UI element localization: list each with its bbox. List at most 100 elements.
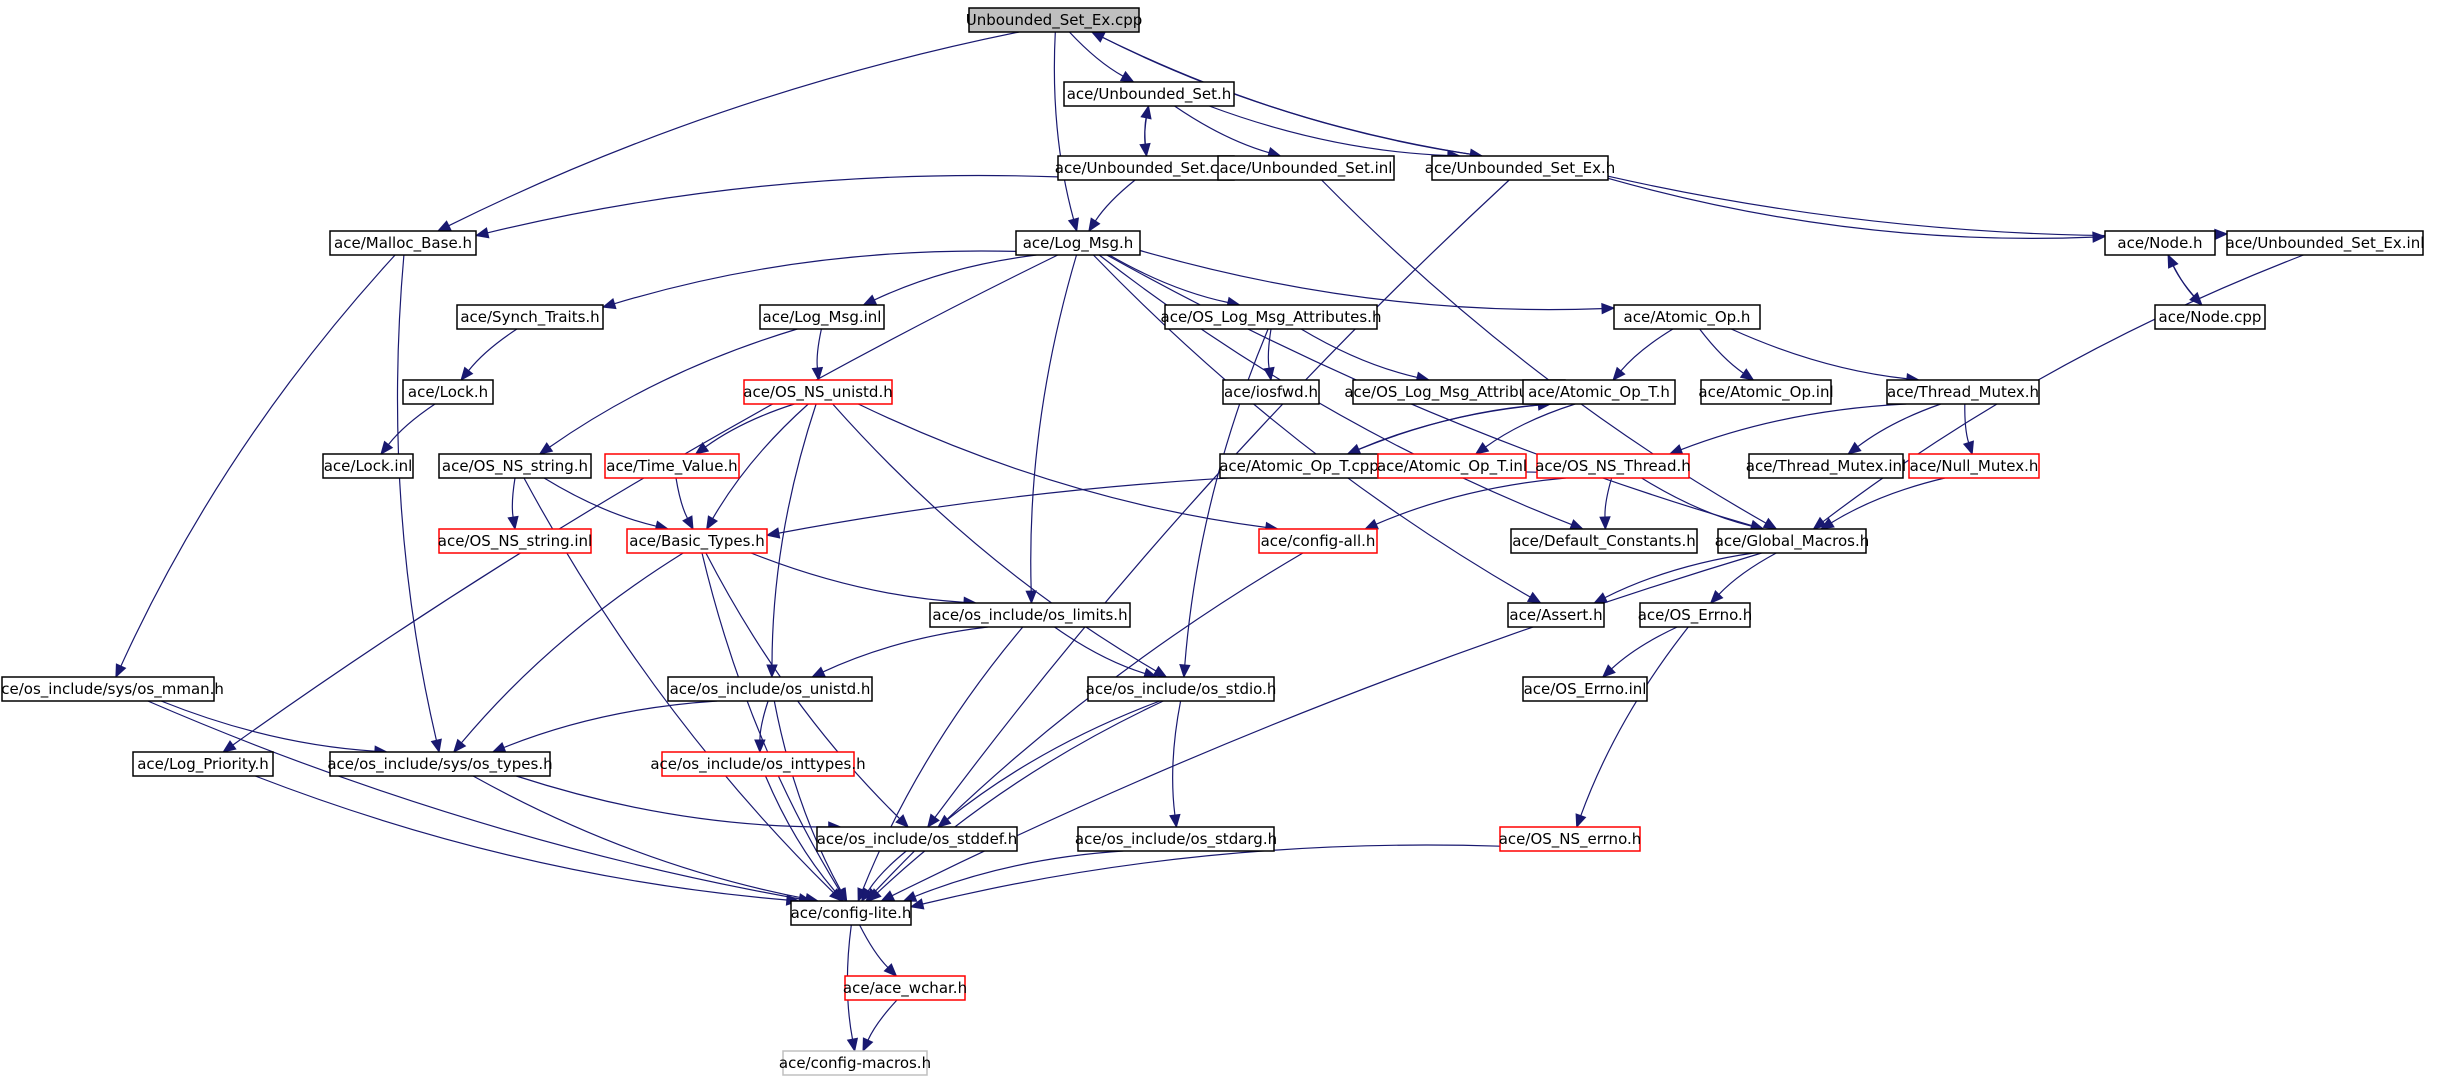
node-os-inttypes[interactable]: ace/os_include/os_inttypes.h [650,751,866,777]
node-box[interactable] [1258,528,1378,554]
node-box[interactable] [667,676,873,702]
node-box[interactable] [1499,826,1641,852]
node-atomic-op-t-inl[interactable]: ace/Atomic_Op_T.inl [1377,453,1527,479]
node-ace-wchar[interactable]: ace/ace_wchar.h [843,975,967,1001]
node-null-mutex[interactable]: ace/Null_Mutex.h [1908,453,2040,479]
node-box[interactable] [1536,453,1690,479]
node-log-msg-inl[interactable]: ace/Log_Msg.inl [759,304,885,330]
node-box[interactable] [626,528,768,554]
node-box[interactable] [1522,379,1676,405]
node-box[interactable] [1057,155,1235,181]
node-box[interactable] [1886,379,2040,405]
node-box[interactable] [1431,155,1609,181]
node-unb-set-ex-h[interactable]: ace/Unbounded_Set_Ex.h [1425,155,1615,181]
node-time-value[interactable]: ace/Time_Value.h [604,453,740,479]
node-box[interactable] [1639,602,1751,628]
node-box[interactable] [1217,155,1395,181]
node-box[interactable] [2226,230,2424,256]
edge-line [816,328,822,369]
node-box[interactable] [2154,304,2266,330]
node-box[interactable] [968,7,1140,33]
node-os-unistd[interactable]: ace/os_include/os_unistd.h [667,676,873,702]
node-os-log-attr-h[interactable]: ace/OS_Log_Msg_Attributes.h [1161,304,1382,330]
node-os-ns-string-inl[interactable]: ace/OS_NS_string.inl [438,528,592,554]
node-box[interactable] [790,900,912,926]
node-box[interactable] [1510,528,1698,554]
node-box[interactable] [438,528,592,554]
arrowhead-icon [682,515,694,531]
node-os-stddef[interactable]: ace/os_include/os_stddef.h [816,826,1018,852]
node-os-ns-errno[interactable]: ace/OS_NS_errno.h [1499,826,1642,852]
node-lock-h[interactable]: ace/Lock.h [402,379,494,405]
node-config-lite[interactable]: ace/config-lite.h [790,900,912,926]
node-box[interactable] [1748,453,1904,479]
node-box[interactable] [743,379,893,405]
node-node-h[interactable]: ace/Node.h [2104,230,2216,256]
node-default-constants[interactable]: ace/Default_Constants.h [1510,528,1698,554]
node-os-stdarg[interactable]: ace/os_include/os_stdarg.h [1075,826,1277,852]
node-box[interactable] [782,1050,928,1076]
node-box[interactable] [1015,230,1141,256]
node-malloc-base[interactable]: ace/Malloc_Base.h [329,230,477,256]
node-log-msg-h[interactable]: ace/Log_Msg.h [1015,230,1141,256]
node-unb-set-ex-inl[interactable]: ace/Unbounded_Set_Ex.inl [2226,230,2425,256]
node-atomic-op-t-cpp[interactable]: ace/Atomic_Op_T.cpp [1219,453,1379,479]
node-box[interactable] [1717,528,1867,554]
node-box[interactable] [1,676,215,702]
node-thread-mutex-inl[interactable]: ace/Thread_Mutex.inl [1746,453,1906,479]
node-box[interactable] [1164,304,1378,330]
node-box[interactable] [438,453,592,479]
node-assert-h[interactable]: ace/Assert.h [1507,602,1605,628]
node-os-limits[interactable]: ace/os_include/os_limits.h [929,602,1131,628]
node-box[interactable] [1222,379,1320,405]
node-os-stdio[interactable]: ace/os_include/os_stdio.h [1086,676,1277,702]
node-root[interactable]: Unbounded_Set_Ex.cpp [966,7,1143,33]
node-unb-set-cpp[interactable]: ace/Unbounded_Set.cpp [1055,155,1237,181]
node-box[interactable] [759,304,885,330]
node-lock-inl[interactable]: ace/Lock.inl [322,453,414,479]
node-box[interactable] [929,602,1131,628]
node-os-errno-h[interactable]: ace/OS_Errno.h [1638,602,1753,628]
node-node-cpp[interactable]: ace/Node.cpp [2154,304,2266,330]
node-global-macros[interactable]: ace/Global_Macros.h [1715,528,1870,554]
node-box[interactable] [132,751,274,777]
node-box[interactable] [329,230,477,256]
node-box[interactable] [1522,676,1648,702]
node-config-all[interactable]: ace/config-all.h [1258,528,1378,554]
node-os-ns-unistd[interactable]: ace/OS_NS_unistd.h [743,379,893,405]
node-box[interactable] [1700,379,1832,405]
node-box[interactable] [1077,826,1275,852]
node-box[interactable] [456,304,604,330]
node-os-mman[interactable]: ace/os_include/sys/os_mman.h [0,676,224,702]
node-iosfwd[interactable]: ace/iosfwd.h [1222,379,1320,405]
node-unb-set-h[interactable]: ace/Unbounded_Set.h [1063,81,1235,107]
node-unb-set-inl[interactable]: ace/Unbounded_Set.inl [1217,155,1395,181]
node-box[interactable] [604,453,740,479]
node-os-ns-thread[interactable]: ace/OS_NS_Thread.h [1535,453,1691,479]
node-box[interactable] [816,826,1018,852]
node-synch-traits[interactable]: ace/Synch_Traits.h [456,304,604,330]
node-basic-types[interactable]: ace/Basic_Types.h [626,528,768,554]
node-atomic-op-h[interactable]: ace/Atomic_Op.h [1613,304,1761,330]
node-atomic-op-inl[interactable]: ace/Atomic_Op.inl [1698,379,1834,405]
node-os-errno-inl[interactable]: ace/OS_Errno.inl [1522,676,1648,702]
node-box[interactable] [1613,304,1761,330]
node-box[interactable] [402,379,494,405]
node-log-priority[interactable]: ace/Log_Priority.h [132,751,274,777]
node-box[interactable] [1908,453,2040,479]
node-atomic-op-t-h[interactable]: ace/Atomic_Op_T.h [1522,379,1676,405]
node-box[interactable] [322,453,414,479]
node-os-ns-string-h[interactable]: ace/OS_NS_string.h [438,453,592,479]
node-thread-mutex-h[interactable]: ace/Thread_Mutex.h [1886,379,2040,405]
node-os-types[interactable]: ace/os_include/sys/os_types.h [327,751,553,777]
node-box[interactable] [661,751,855,777]
node-box[interactable] [1507,602,1605,628]
node-box[interactable] [1087,676,1275,702]
node-box[interactable] [1377,453,1527,479]
edge-log_msg_h-to-os_limits [1025,254,1078,605]
node-box[interactable] [329,751,551,777]
node-box[interactable] [1063,81,1235,107]
node-config-macros[interactable]: ace/config-macros.h [779,1050,931,1076]
node-box[interactable] [2104,230,2216,256]
node-box[interactable] [844,975,966,1001]
